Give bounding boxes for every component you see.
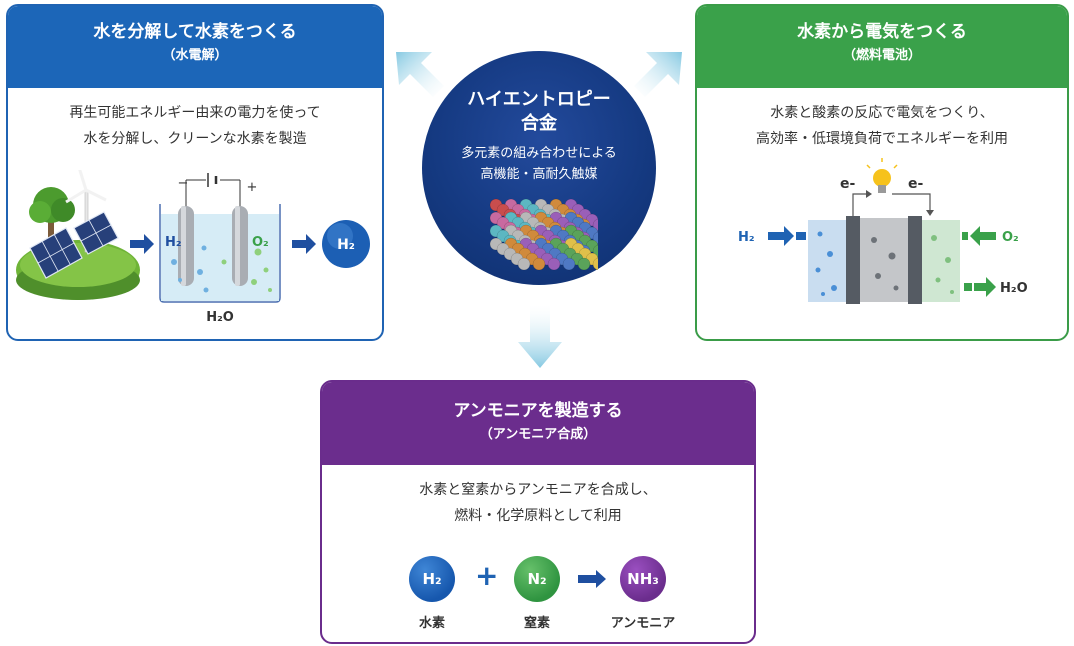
reaction-arrow xyxy=(578,570,606,588)
alloy-cube-icon xyxy=(489,198,598,271)
electron-label-right: e- xyxy=(908,176,923,192)
fuel-cell-description: 水素と酸素の反応で電気をつくり、 高効率・低環境負荷でエネルギーを利用 xyxy=(697,100,1067,152)
h2-molecule-badge: H₂ xyxy=(409,556,455,602)
water-output-label: H₂O xyxy=(1000,281,1028,296)
electrolysis-title: 水を分解して水素をつくる xyxy=(93,22,297,42)
alloy-atom xyxy=(562,257,576,271)
hydrogen-label: 水素 xyxy=(418,616,445,631)
ammonia-header: アンモニアを製造する （アンモニア合成） xyxy=(322,382,754,465)
hydrogen-product-icon xyxy=(322,220,370,268)
flow-arrow xyxy=(292,234,316,254)
electrolysis-illustration: − + H₂ O₂ H₂O H₂ xyxy=(16,170,370,325)
hydrogen-product-label: H₂ xyxy=(337,237,355,253)
alloy-atom xyxy=(532,257,546,271)
electron-label-left: e- xyxy=(840,176,855,192)
fuel-cell-title: 水素から電気をつくる xyxy=(797,22,967,42)
nh3-molecule-badge: NH₃ xyxy=(620,556,666,602)
alloy-atom xyxy=(517,257,531,271)
plus-sign: + xyxy=(475,559,499,592)
ammonia-label: アンモニア xyxy=(610,616,676,631)
o2-input-arrow xyxy=(962,226,996,246)
plus-terminal-label: + xyxy=(247,180,258,195)
alloy-subtitle-line1: 多元素の組み合わせによる xyxy=(461,146,617,161)
solar-panel-icon xyxy=(29,211,119,279)
electrolysis-description: 再生可能エネルギー由来の電力を使って 水を分解し、クリーンな水素を製造 xyxy=(8,100,382,152)
water-output-arrow xyxy=(964,277,996,297)
arrow-to-fuel-cell xyxy=(634,52,682,97)
alloy-title-line1: ハイエントロピー xyxy=(467,89,611,110)
alloy-atom xyxy=(547,257,561,271)
ammonia-desc-line1: 水素と窒素からアンモニアを合成し、 xyxy=(419,482,657,498)
n2-molecule-badge: N₂ xyxy=(514,556,560,602)
o2-input-label: O₂ xyxy=(1002,230,1019,245)
h2-input-label: H₂ xyxy=(738,230,755,245)
electrolysis-desc-line1: 再生可能エネルギー由来の電力を使って xyxy=(69,105,321,121)
nitrogen-label: 窒素 xyxy=(523,616,550,631)
fuel-cell-header: 水素から電気をつくる （燃料電池） xyxy=(697,6,1067,88)
fuel-cell-desc-line2: 高効率・低環境負荷でエネルギーを利用 xyxy=(756,131,1008,147)
electrolysis-header: 水を分解して水素をつくる （水電解） xyxy=(8,6,382,88)
circuit-wire xyxy=(852,190,934,216)
ammonia-description: 水素と窒素からアンモニアを合成し、 燃料・化学原料として利用 xyxy=(322,477,754,529)
fuel-cell-subtitle: （燃料電池） xyxy=(842,48,921,63)
electrolysis-cell xyxy=(159,173,281,303)
light-bulb-icon xyxy=(866,158,898,193)
tree-icon xyxy=(29,187,75,244)
alloy-subtitle-line2: 高機能・高耐久触媒 xyxy=(480,167,598,182)
water-label: H₂O xyxy=(206,310,234,325)
ammonia-title: アンモニアを製造する xyxy=(453,401,623,421)
minus-terminal-label: − xyxy=(178,176,189,191)
electrolysis-desc-line2: 水を分解し、クリーンな水素を製造 xyxy=(83,131,307,147)
alloy-atom xyxy=(592,257,598,271)
ammonia-subtitle: （アンモニア合成） xyxy=(479,427,597,442)
h2-input-arrow xyxy=(768,226,806,246)
electrolysis-subtitle: （水電解） xyxy=(162,48,228,63)
flow-arrow xyxy=(130,234,154,254)
high-entropy-alloy-hub: ハイエントロピー 合金 多元素の組み合わせによる 高機能・高耐久触媒 xyxy=(422,51,656,285)
anode-gas-label: O₂ xyxy=(252,235,269,250)
arrow-to-electrolysis xyxy=(396,52,444,97)
alloy-title-line2: 合金 xyxy=(521,113,557,134)
fuel-cell-desc-line1: 水素と酸素の反応で電気をつくり、 xyxy=(770,105,994,121)
ammonia-panel: アンモニアを製造する （アンモニア合成） 水素と窒素からアンモニアを合成し、 燃… xyxy=(320,380,756,644)
ammonia-desc-line2: 燃料・化学原料として利用 xyxy=(454,508,622,524)
fuel-cell-stack xyxy=(808,216,960,304)
arrow-to-ammonia xyxy=(518,305,562,368)
cathode-gas-label: H₂ xyxy=(165,235,182,250)
fuel-cell-illustration: e- e- H₂ O₂ H₂O xyxy=(738,158,1028,304)
renewable-energy-illustration xyxy=(16,170,140,300)
electrolysis-panel: 水を分解して水素をつくる （水電解） 再生可能エネルギー由来の電力を使って 水を… xyxy=(6,4,384,341)
alloy-atom xyxy=(577,257,591,271)
